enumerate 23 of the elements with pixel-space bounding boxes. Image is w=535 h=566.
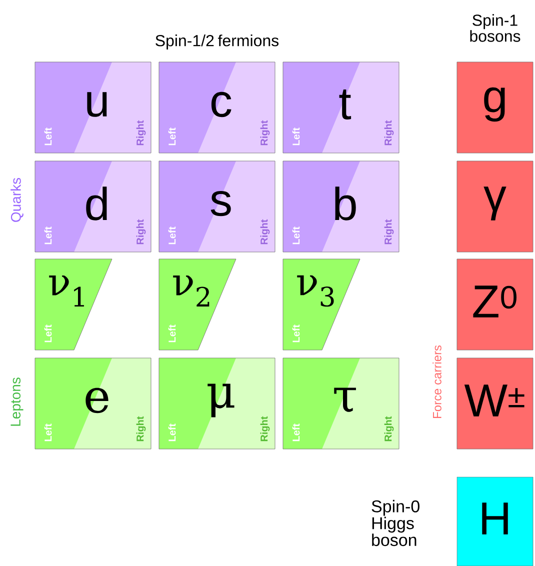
particle-box: d Left Right	[34, 160, 152, 252]
particle-box: γ	[456, 160, 534, 252]
particle-box: μ Left Right	[158, 358, 276, 450]
particle-box: Z$^{0}$	[456, 258, 534, 350]
particle-box: W$^{±}$	[456, 358, 534, 450]
particle-box: τ Left Right	[282, 358, 400, 450]
heading: Spin-0 Higgs boson	[372, 500, 420, 546]
group-label: Force carriers	[432, 345, 442, 418]
particle-box: ν$_{2}$ Left	[158, 258, 236, 350]
group-label: Quarks	[10, 178, 24, 222]
particle-box: e Left Right	[34, 358, 152, 450]
group-label: Leptons	[10, 378, 24, 426]
heading: Spin-1/2 fermions	[156, 34, 279, 50]
particle-box: ν$_{1}$ Left	[34, 258, 112, 350]
particle-box: c Left Right	[158, 62, 276, 154]
particle-box: t Left Right	[282, 62, 400, 154]
particle-box: ν$_{3}$ Left	[282, 258, 360, 350]
heading: Spin-1 bosons	[470, 14, 520, 42]
particle-box: b Left Right	[282, 160, 400, 252]
particle-box: g	[456, 62, 534, 154]
particle-box: u Left Right	[34, 62, 152, 154]
particle-box: s Left Right	[158, 160, 276, 252]
particle-box: H	[456, 476, 534, 566]
